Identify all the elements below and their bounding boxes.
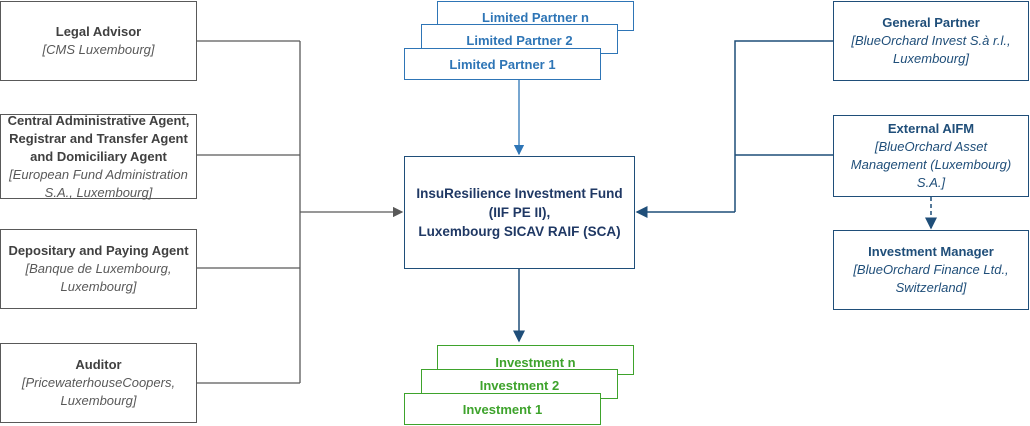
investment-manager-subtitle-1: [BlueOrchard Finance Ltd., bbox=[853, 262, 1009, 277]
general-partner-subtitle-1: [BlueOrchard Invest S.à r.l., bbox=[851, 33, 1011, 48]
auditor-title: Auditor bbox=[75, 357, 122, 372]
limited-partner-n-label: Limited Partner n bbox=[482, 10, 589, 25]
depositary-subtitle-2: Luxembourg] bbox=[60, 279, 137, 294]
auditor-subtitle-1: [PricewaterhouseCoopers, bbox=[21, 375, 176, 390]
depositary-agent-box: Depositary and Paying Agent [Banque de L… bbox=[0, 229, 197, 309]
central-admin-title-1: Central Administrative Agent, bbox=[7, 112, 190, 128]
limited-partner-1-box: Limited Partner 1 bbox=[404, 48, 601, 80]
investment-n-label: Investment n bbox=[495, 355, 576, 370]
investment-2-label: Investment 2 bbox=[479, 378, 560, 393]
general-partner-title: General Partner bbox=[882, 15, 980, 30]
auditor-subtitle-2: Luxembourg] bbox=[60, 393, 137, 408]
external-aifm-box: External AIFM [BlueOrchard Asset Managem… bbox=[833, 115, 1029, 197]
investment-manager-subtitle-2: Switzerland] bbox=[895, 280, 967, 295]
legal-advisor-box: Legal Advisor [CMS Luxembourg] bbox=[0, 1, 197, 81]
limited-partner-1-label: Limited Partner 1 bbox=[449, 57, 556, 72]
central-admin-title-2: Registrar and Transfer Agent bbox=[9, 130, 188, 146]
fund-name-line-3: Luxembourg SICAV RAIF (SCA) bbox=[418, 224, 621, 239]
investment-manager-title: Investment Manager bbox=[868, 244, 994, 259]
external-aifm-subtitle-1: [BlueOrchard Asset bbox=[874, 139, 988, 154]
fund-name-line-1: InsuResilience Investment Fund bbox=[416, 186, 623, 201]
central-admin-subtitle-1: [European Fund Administration bbox=[9, 166, 188, 182]
general-partner-subtitle-2: Luxembourg] bbox=[893, 51, 969, 66]
investment-1-label: Investment 1 bbox=[462, 402, 543, 417]
general-partner-box: General Partner [BlueOrchard Invest S.à … bbox=[833, 1, 1029, 81]
depositary-subtitle-1: [Banque de Luxembourg, bbox=[25, 261, 172, 276]
right-connectors bbox=[635, 40, 833, 218]
fund-name-line-2: (IIF PE II), bbox=[488, 205, 551, 220]
external-aifm-subtitle-2: Management (Luxembourg) bbox=[850, 157, 1012, 172]
left-connectors bbox=[197, 40, 404, 384]
investment-1-box: Investment 1 bbox=[404, 393, 601, 425]
central-admin-title-3: and Domiciliary Agent bbox=[30, 148, 167, 164]
investment-manager-box: Investment Manager [BlueOrchard Finance … bbox=[833, 230, 1029, 310]
legal-advisor-title: Legal Advisor bbox=[55, 24, 142, 39]
depositary-title: Depositary and Paying Agent bbox=[8, 243, 189, 258]
central-admin-agent-box: Central Administrative Agent, Registrar … bbox=[0, 112, 197, 200]
insuresilience-fund-box: InsuResilience Investment Fund (IIF PE I… bbox=[404, 156, 635, 269]
limited-partner-2-label: Limited Partner 2 bbox=[466, 33, 573, 48]
central-admin-subtitle-2: S.A., Luxembourg] bbox=[44, 184, 153, 200]
external-aifm-subtitle-3: S.A.] bbox=[916, 175, 946, 190]
auditor-box: Auditor [PricewaterhouseCoopers, Luxembo… bbox=[0, 343, 197, 423]
external-aifm-title: External AIFM bbox=[887, 121, 975, 136]
legal-advisor-subtitle: [CMS Luxembourg] bbox=[42, 42, 155, 57]
